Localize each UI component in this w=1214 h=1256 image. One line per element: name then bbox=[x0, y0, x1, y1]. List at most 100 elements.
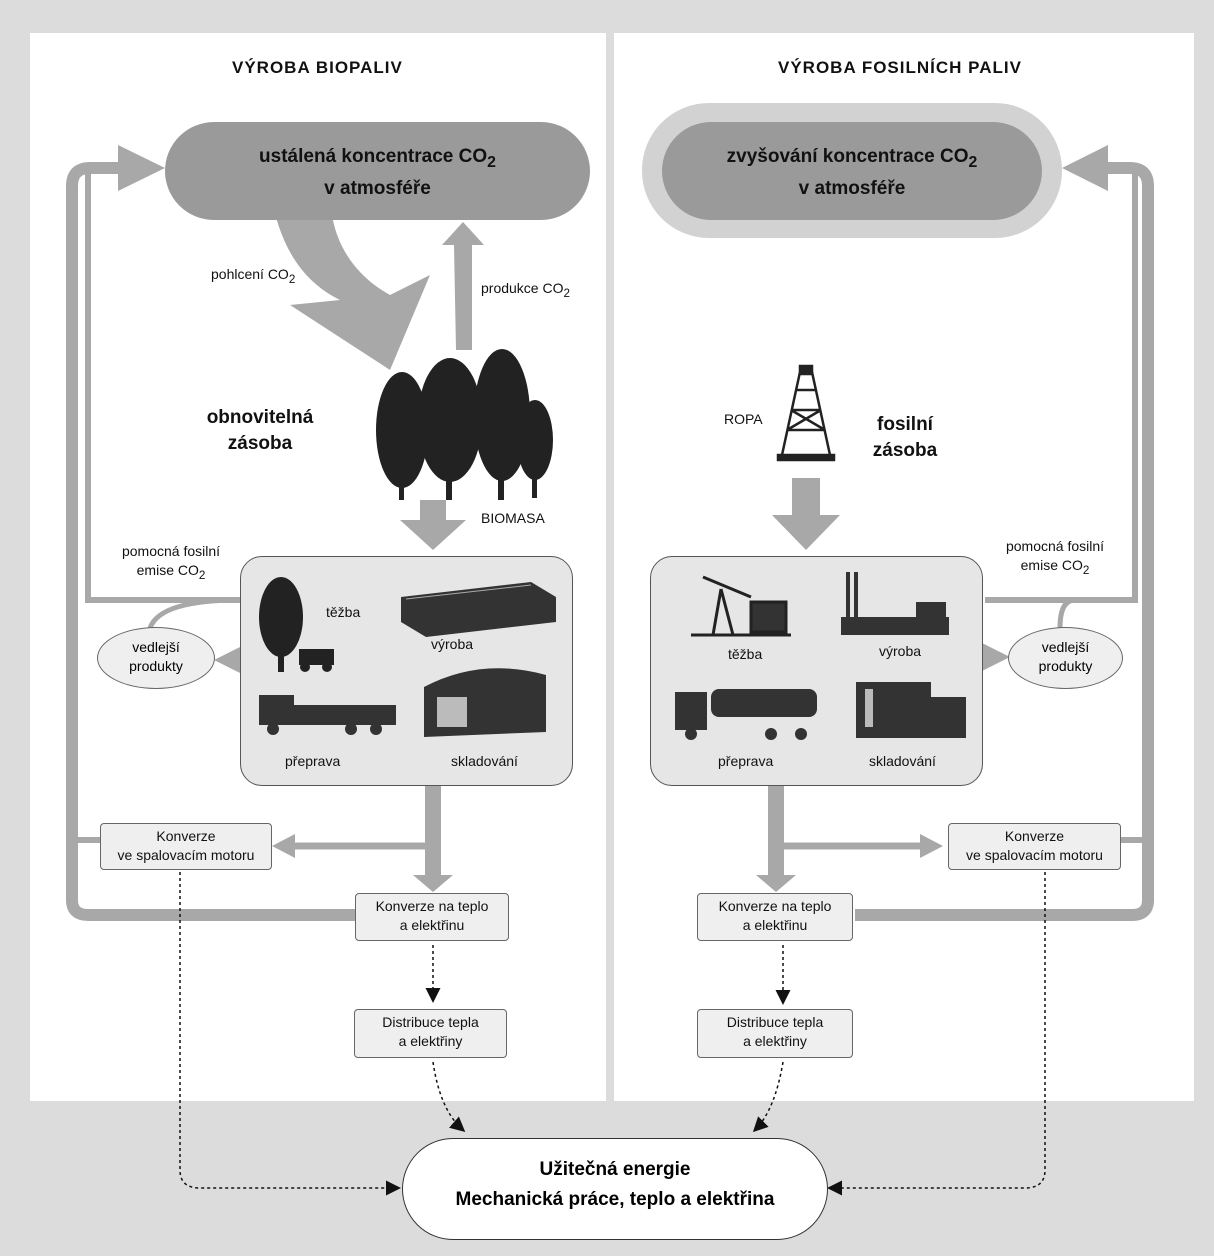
co2-subscript: 2 bbox=[1082, 563, 1090, 577]
transport-right: přeprava bbox=[718, 753, 774, 769]
left-dist-to-useful bbox=[432, 1061, 466, 1132]
refinery-icon bbox=[841, 572, 949, 635]
left-return-loop bbox=[66, 162, 355, 921]
process-box-left: těžba výroba přeprava skladování bbox=[240, 556, 573, 786]
co2-subscript: 2 bbox=[563, 286, 570, 300]
distribution-right-line2: a elektřiny bbox=[743, 1033, 807, 1049]
engine-left-line1: Konverze bbox=[156, 828, 216, 844]
atmosphere-right-line2: v atmosféře bbox=[798, 177, 906, 199]
aux-right-line2: emise CO bbox=[1020, 557, 1083, 573]
atmosphere-box-left: ustálená koncentrace CO2 v atmosféře bbox=[165, 122, 590, 220]
tanker-truck-icon bbox=[675, 689, 817, 740]
atmosphere-left-line1: ustálená koncentrace CO bbox=[259, 146, 488, 167]
right-aux-loop bbox=[985, 168, 1138, 603]
aux-left-line1: pomocná fosilní bbox=[121, 543, 221, 559]
manufacturing-left: výroba bbox=[431, 636, 474, 652]
fossil-line2: zásoba bbox=[872, 440, 938, 461]
production-text: produkce CO bbox=[481, 280, 564, 296]
heat-right-line1: Konverze na teplo bbox=[718, 898, 832, 914]
distribution-right: Distribuce tepla a elektřiny bbox=[697, 1009, 853, 1058]
engine-conversion-right: Konverze ve spalovacím motoru bbox=[948, 823, 1121, 870]
heat-left-line1: Konverze na teplo bbox=[375, 898, 489, 914]
process-box-right: těžba výroba přeprava skladování bbox=[650, 556, 983, 786]
left-aux-curve bbox=[147, 597, 241, 630]
co2-subscript: 2 bbox=[288, 272, 296, 286]
storage-right: skladování bbox=[869, 753, 936, 769]
engine-right-line1: Konverze bbox=[1004, 828, 1065, 844]
heat-conversion-right: Konverze na teplo a elektřinu bbox=[697, 893, 853, 941]
absorption-text: pohlcení CO bbox=[211, 266, 289, 282]
oil-derrick-icon bbox=[776, 364, 836, 462]
production-arrow bbox=[442, 222, 484, 350]
left-process-arrowhead bbox=[413, 875, 453, 892]
aux-emission-left: pomocná fosilní emise CO2 bbox=[106, 542, 236, 585]
byproducts-right: vedlejší produkty bbox=[1008, 627, 1123, 689]
byproducts-left-line1: vedlejší bbox=[132, 639, 180, 655]
distribution-right-line1: Distribuce tepla bbox=[726, 1014, 824, 1030]
distribution-left-line2: a elektřiny bbox=[398, 1033, 463, 1049]
right-engine-to-useful bbox=[827, 872, 1046, 1196]
co2-subscript: 2 bbox=[198, 568, 206, 582]
left-aux-loop bbox=[85, 168, 240, 603]
atmosphere-left-line2: v atmosféře bbox=[324, 177, 431, 199]
aux-left-line2: emise CO bbox=[136, 562, 199, 578]
tree-icon bbox=[376, 349, 553, 500]
useful-energy-subtitle: Mechanická práce, teplo a elektřina bbox=[455, 1189, 775, 1210]
absorption-label: pohlcení CO2 bbox=[211, 266, 295, 286]
distribution-left-line1: Distribuce tepla bbox=[382, 1014, 479, 1030]
oil-label: ROPA bbox=[724, 411, 763, 427]
right-return-arrowhead bbox=[1062, 145, 1108, 191]
co2-subscript: 2 bbox=[968, 153, 978, 171]
byproducts-left-line2: produkty bbox=[129, 658, 183, 674]
process-icons-right bbox=[675, 572, 966, 740]
useful-energy-title: Užitečná energie bbox=[539, 1159, 691, 1180]
byproducts-left: vedlejší produkty bbox=[97, 627, 215, 689]
biofuel-title: VÝROBA BIOPALIV bbox=[232, 58, 403, 77]
right-to-engine-head bbox=[920, 834, 943, 858]
right-process-arrowhead bbox=[756, 875, 796, 892]
atmosphere-right-line1: zvyšování koncentrace CO bbox=[726, 146, 969, 167]
co2-subscript: 2 bbox=[487, 153, 496, 171]
engine-right-line2: ve spalovacím motoru bbox=[966, 847, 1103, 863]
fossil-line1: fosilní bbox=[877, 414, 933, 435]
fossil-title: VÝROBA FOSILNÍCH PALIV bbox=[778, 58, 1022, 77]
factory-hall-icon bbox=[401, 582, 556, 637]
storage-tanks-icon bbox=[856, 682, 966, 738]
harvest-tree-icon bbox=[259, 577, 334, 672]
biomass-arrow bbox=[400, 500, 466, 550]
renewable-line1: obnovitelná bbox=[206, 407, 314, 428]
right-aux-curve bbox=[1057, 597, 1076, 629]
storage-shed-icon bbox=[424, 668, 546, 737]
production-label: produkce CO2 bbox=[481, 280, 570, 300]
fossil-reserve-label: fosilní zásoba bbox=[860, 412, 950, 464]
extraction-right: těžba bbox=[728, 646, 763, 662]
distribution-left: Distribuce tepla a elektřiny bbox=[354, 1009, 507, 1058]
truck-icon-left bbox=[259, 695, 396, 735]
left-engine-to-useful bbox=[179, 872, 401, 1196]
aux-right-line1: pomocná fosilní bbox=[1005, 538, 1105, 554]
process-icons-left bbox=[259, 577, 556, 737]
engine-left-line2: ve spalovacím motoru bbox=[117, 847, 255, 863]
heat-right-line2: a elektřinu bbox=[742, 917, 808, 933]
useful-energy-box: Užitečná energie Mechanická práce, teplo… bbox=[402, 1138, 828, 1240]
heat-left-line2: a elektřinu bbox=[399, 917, 465, 933]
renewable-line2: zásoba bbox=[227, 433, 293, 454]
extraction-left: těžba bbox=[326, 604, 361, 620]
transport-left: přeprava bbox=[285, 753, 341, 769]
aux-emission-right: pomocná fosilní emise CO2 bbox=[990, 537, 1120, 580]
left-return-arrowhead bbox=[118, 145, 165, 191]
biomass-label: BIOMASA bbox=[481, 510, 545, 526]
left-to-engine-head bbox=[272, 834, 295, 858]
atmosphere-box-right: zvyšování koncentrace CO2 v atmosféře bbox=[662, 122, 1042, 220]
right-dist-to-useful bbox=[752, 1061, 784, 1133]
byproducts-right-line2: produkty bbox=[1038, 658, 1093, 674]
manufacturing-right: výroba bbox=[879, 643, 922, 659]
renewable-reserve-label: obnovitelná zásoba bbox=[195, 405, 325, 457]
heat-conversion-left: Konverze na teplo a elektřinu bbox=[355, 893, 509, 941]
byproducts-right-line1: vedlejší bbox=[1041, 639, 1090, 655]
absorption-arrow bbox=[225, 192, 430, 370]
oil-arrow bbox=[772, 478, 840, 550]
pumpjack-icon bbox=[691, 575, 791, 637]
engine-conversion-left: Konverze ve spalovacím motoru bbox=[100, 823, 272, 870]
storage-left: skladování bbox=[451, 753, 518, 769]
